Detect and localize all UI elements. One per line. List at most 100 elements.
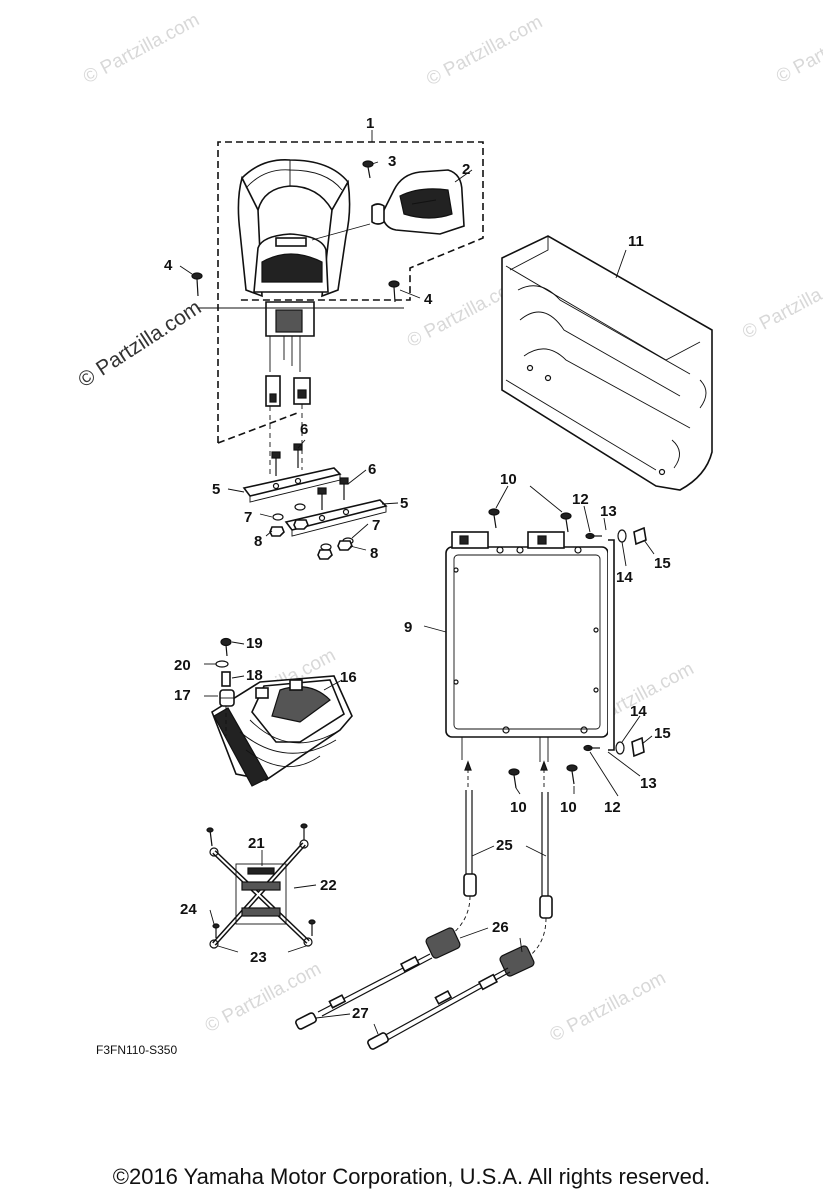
callout-14: 14 xyxy=(630,703,647,720)
callout-26: 26 xyxy=(492,919,509,936)
callout-18: 18 xyxy=(246,667,263,684)
callout-20: 20 xyxy=(174,657,191,674)
collar-part-18 xyxy=(221,671,231,687)
leader-8-right xyxy=(349,545,367,551)
screw-part-4-left xyxy=(191,272,203,297)
callout-7: 7 xyxy=(244,509,252,526)
callout-6: 6 xyxy=(300,421,308,438)
leader-9 xyxy=(423,625,447,633)
bracket-part-11 xyxy=(501,235,713,491)
callout-9: 9 xyxy=(404,619,412,636)
probes-part-27 xyxy=(295,953,511,1050)
leader-6-right xyxy=(347,469,367,485)
callout-6: 6 xyxy=(368,461,376,478)
nuts-part-8 xyxy=(269,519,353,560)
grommet-part-17 xyxy=(219,689,235,707)
washer-part-20 xyxy=(215,660,229,668)
leader-25 xyxy=(525,845,547,857)
leader-18 xyxy=(231,675,245,679)
leader-23 xyxy=(287,945,307,953)
watermark: © Partzilla.com xyxy=(773,9,823,88)
leader-7-right xyxy=(351,523,369,539)
callout-5: 5 xyxy=(400,495,408,512)
leader-4-left xyxy=(179,265,193,275)
callout-3: 3 xyxy=(388,153,396,170)
leader-15-bottom xyxy=(641,735,653,745)
leader-12-bottom xyxy=(589,751,619,797)
screw-part-4-right xyxy=(388,280,400,303)
leader-27 xyxy=(373,1023,379,1035)
leader-25 xyxy=(471,845,495,857)
screw-part-19 xyxy=(220,637,232,657)
diagram-code: F3FN110-S350 xyxy=(96,1043,178,1057)
callout-24: 24 xyxy=(180,901,197,918)
handle-assembly xyxy=(237,159,351,407)
callout-15: 15 xyxy=(654,555,671,572)
callout-4: 4 xyxy=(424,291,433,308)
watermark: © Partzilla.com xyxy=(546,968,669,1047)
callout-17: 17 xyxy=(174,687,191,704)
leader-12-top xyxy=(583,505,591,533)
watermark: © Partzilla.com xyxy=(423,12,546,91)
callout-22: 22 xyxy=(320,877,337,894)
callout-12: 12 xyxy=(604,799,621,816)
leader-11 xyxy=(615,249,627,279)
leader-27 xyxy=(315,1013,351,1019)
leader-26 xyxy=(459,927,489,939)
connectors-part-26 xyxy=(425,927,535,977)
assembly-1-box xyxy=(217,141,484,444)
leader-10-top xyxy=(529,485,563,513)
leader-13-bottom xyxy=(607,751,641,777)
watermark: © Partzilla.com xyxy=(739,265,823,344)
callout-19: 19 xyxy=(246,635,263,652)
leader-10-top xyxy=(495,485,509,509)
callout-4: 4 xyxy=(164,257,173,274)
leader-22 xyxy=(293,884,317,889)
controller-part-9 xyxy=(445,531,615,762)
cover-part-16 xyxy=(211,675,353,787)
watermark-dark: © Partzilla.com xyxy=(74,296,205,392)
leader-19 xyxy=(231,641,245,645)
callout-13: 13 xyxy=(640,775,657,792)
leader-6-top xyxy=(297,439,306,449)
callout-10: 10 xyxy=(560,799,577,816)
leader-26 xyxy=(519,937,523,953)
straps-parts-21-24 xyxy=(206,823,316,949)
leader-24 xyxy=(209,909,215,925)
rail-part-5-upper xyxy=(242,467,342,503)
callout-11: 11 xyxy=(628,233,644,250)
callout-labels: 1 2 3 4 4 5 5 6 6 7 7 8 8 9 10 10 10 11 … xyxy=(164,115,671,1022)
leader-15-top xyxy=(643,539,655,555)
callout-2: 2 xyxy=(462,161,470,178)
cover-part-2 xyxy=(371,169,465,235)
hardware-right-top xyxy=(585,526,647,546)
leader-16 xyxy=(323,679,343,691)
leader-14-top xyxy=(621,541,627,567)
callout-23: 23 xyxy=(250,949,267,966)
leader-3 xyxy=(371,161,379,165)
screw-part-3 xyxy=(362,160,374,179)
callout-15: 15 xyxy=(654,725,671,742)
callout-14: 14 xyxy=(616,569,633,586)
leader-2 xyxy=(454,169,473,183)
rail-part-5-lower xyxy=(284,499,388,537)
callout-1: 1 xyxy=(366,115,374,132)
leader-4-right xyxy=(399,289,421,299)
callout-12: 12 xyxy=(572,491,589,508)
callout-8: 8 xyxy=(254,533,262,550)
callout-5: 5 xyxy=(212,481,220,498)
callout-25: 25 xyxy=(496,837,513,854)
leader-23 xyxy=(217,945,239,953)
copyright-notice: ©2016 Yamaha Motor Corporation, U.S.A. A… xyxy=(112,1164,711,1189)
callout-13: 13 xyxy=(600,503,617,520)
cables-part-25 xyxy=(463,760,553,919)
callout-21: 21 xyxy=(248,835,265,852)
callout-7: 7 xyxy=(372,517,380,534)
callout-8: 8 xyxy=(370,545,378,562)
fasteners-part-6 xyxy=(271,443,349,510)
hardware-right-bottom xyxy=(583,736,645,758)
callout-10: 10 xyxy=(500,471,517,488)
callout-27: 27 xyxy=(352,1005,369,1022)
leader-8-left xyxy=(265,530,273,537)
leader-5-left xyxy=(227,488,245,493)
